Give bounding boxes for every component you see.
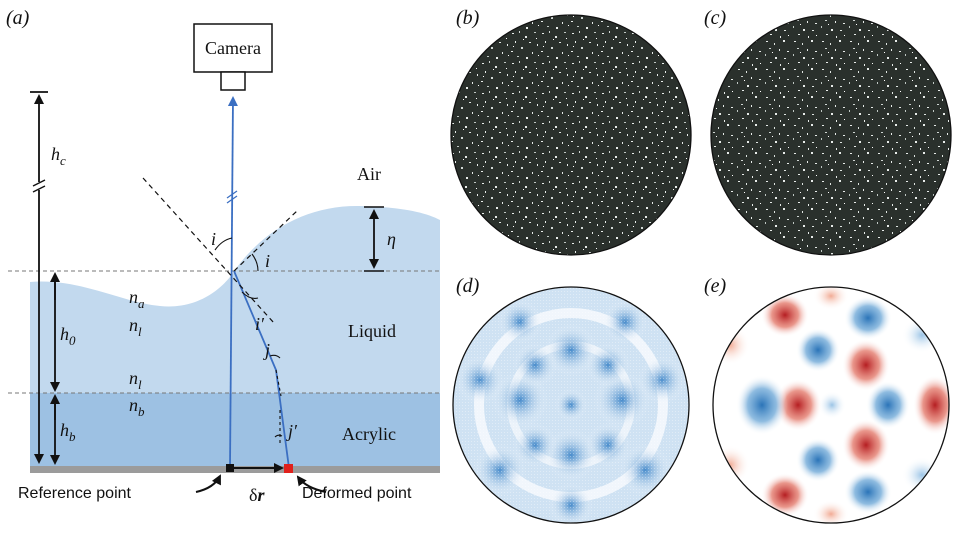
angle-iprime-label: i′ [255,314,265,334]
reference-point-marker [226,464,234,472]
index-nl-lower: nl [129,368,142,392]
panel-label-e: (e) [704,275,727,297]
direct-ray [227,96,238,469]
deformed-callout-arrow [296,475,327,493]
angle-arc-jprime [274,434,283,438]
hc-break-mark [32,179,46,187]
reference-callout-arrow [195,474,221,493]
angle-arc-iprime [241,291,259,299]
panel-label-b: (b) [456,7,480,29]
camera-label: Camera [205,38,261,58]
angle-arc-j [269,354,281,359]
ray-break-mark [226,195,238,204]
schematic-panel: Camera i i i′ j j′ Air Liquid Acrylic na… [8,23,440,505]
camera-lens [220,71,246,91]
panel-label-d: (d) [456,275,480,297]
displacement-label: δr [249,485,265,505]
angle-i-label: i [211,229,216,249]
surface-normal-line [142,177,275,324]
angle-i-reflected-label: i [265,251,270,271]
angle-arc-i [214,237,233,251]
angle-jprime-label: j′ [286,421,298,441]
panel-label-a: (a) [6,7,30,29]
speckle-image-deformed [710,14,952,256]
j-guide-line [275,369,282,397]
angle-j-label: j [263,340,270,360]
deformed-point-marker [284,464,293,473]
liquid-label: Liquid [348,321,396,341]
index-na: na [129,287,145,311]
surface-tangent-line [233,209,299,272]
ray-break-mark [226,190,238,199]
camera-body [193,23,273,73]
deformed-point-label: Deformed point [302,485,412,502]
eta-label: η [387,229,396,249]
acrylic-layer [30,393,440,467]
floor [30,466,440,473]
acrylic-label: Acrylic [342,424,396,444]
hc-break-mark [32,185,46,193]
reference-point-label: Reference point [18,485,132,502]
height-field-image [712,286,950,524]
index-nl-upper: nl [129,315,142,339]
index-nb: nb [129,395,145,419]
hb-label: hb [60,420,76,444]
speckle-image-reference [450,14,692,256]
panel-label-c: (c) [704,7,727,29]
h0-label: h0 [60,324,76,348]
air-label: Air [357,164,381,184]
hc-label: hc [51,144,66,168]
displacement-field-image [452,286,690,524]
liquid-layer [30,205,440,395]
angle-arc-i-reflected [251,253,259,272]
